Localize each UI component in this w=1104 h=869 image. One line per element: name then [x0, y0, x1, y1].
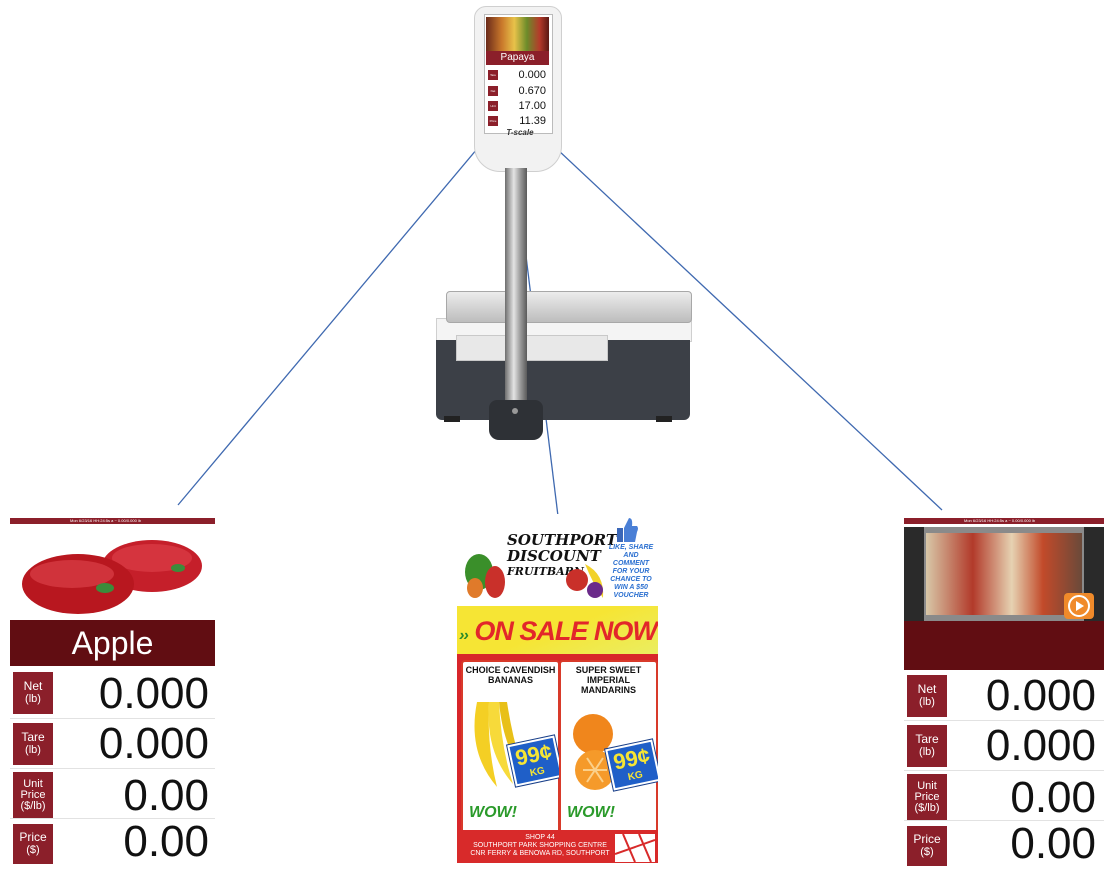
right-video-frame [904, 527, 1104, 621]
left-status-text: Mon 6/23/16 HH:24:5s a ~ 0.00/0.000 lb [70, 518, 141, 523]
store-address: SHOP 44 SOUTHPORT PARK SHOPPING CENTRE C… [465, 834, 615, 858]
ad-footer: SHOP 44 SOUTHPORT PARK SHOPPING CENTRE C… [457, 830, 658, 863]
left-price-label: Price($) [13, 824, 53, 864]
play-button[interactable] [1064, 593, 1094, 619]
left-item-title: Apple [10, 620, 215, 666]
right-status-text: Mon 6/23/16 HH:24:5s a ~ 0.00/0.000 lb [964, 518, 1035, 523]
left-net-label: Net(lb) [13, 672, 53, 714]
mandarins-wow: WOW! [567, 804, 615, 822]
product-name-bananas: CHOICE CAVENDISH BANANAS [463, 662, 558, 685]
scale-head-fruit-image [486, 17, 549, 51]
video-thumbnail [926, 533, 1082, 615]
right-unit-price-row: Unit Price($/lb) 0.00 [904, 772, 1104, 821]
right-item-title [904, 621, 1104, 670]
left-status-bar: Mon 6/23/16 HH:24:5s a ~ 0.00/0.000 lb [10, 518, 215, 524]
film-strip-left [904, 527, 924, 621]
left-net-value: 0.000 [99, 672, 209, 716]
right-tare-value: 0.000 [986, 724, 1096, 768]
left-net-row: Net(lb) 0.000 [10, 668, 215, 719]
play-icon [1064, 593, 1094, 619]
right-net-row: Net(lb) 0.000 [904, 672, 1104, 721]
scale-head-unit-price-value: 17.00 [500, 100, 546, 112]
scale-head-item-name: Papaya [486, 51, 549, 65]
scale-foot-right [656, 416, 672, 422]
right-tare-label: Tare(lb) [907, 725, 947, 767]
ad-display: SOUTHPORT DISCOUNT FRUITBARN LIKE, SHARE… [457, 514, 658, 863]
scale-brand-logo: T-scale [500, 128, 540, 137]
scale-foot-left [444, 416, 460, 422]
product-name-mandarins: SUPER SWEET IMPERIAL MANDARINS [561, 662, 656, 695]
left-unit-price-label: Unit Price($/lb) [13, 772, 53, 818]
left-tare-row: Tare(lb) 0.000 [10, 720, 215, 769]
map-icon [615, 834, 655, 862]
promo-text: LIKE, SHARE AND COMMENT FOR YOUR CHANCE … [605, 544, 657, 600]
scale-pole-lower [505, 290, 527, 410]
on-sale-banner: ›› ON SALE NOW ‹‹ [457, 614, 658, 648]
right-price-value: 0.00 [1010, 822, 1096, 866]
scale-head-net-value: 0.670 [500, 85, 546, 97]
scale-head-price-value: 11.39 [500, 115, 546, 127]
ad-header: SOUTHPORT DISCOUNT FRUITBARN LIKE, SHARE… [457, 514, 658, 614]
right-net-value: 0.000 [986, 674, 1096, 718]
scale-head-tare-label: Tare [488, 70, 498, 80]
scale-pole-base [489, 400, 543, 440]
product-card-bananas: CHOICE CAVENDISH BANANAS 99¢KG WOW! [461, 660, 560, 834]
vegetables-icon [461, 542, 511, 602]
bananas-wow: WOW! [469, 804, 517, 822]
product-card-mandarins: SUPER SWEET IMPERIAL MANDARINS 99¢KG WOW… [559, 660, 658, 834]
scale-weighing-plate [446, 291, 692, 323]
bananas-price-tag: 99¢KG [507, 735, 563, 786]
right-tare-row: Tare(lb) 0.000 [904, 722, 1104, 771]
right-unit-price-value: 0.00 [1010, 776, 1096, 820]
left-tare-value: 0.000 [99, 722, 209, 766]
thumbs-up-icon [615, 516, 639, 544]
scale-head-tare-value: 0.000 [500, 69, 546, 81]
scale-head-net-label: Net [488, 86, 498, 96]
left-unit-price-value: 0.00 [123, 774, 209, 818]
right-net-label: Net(lb) [907, 675, 947, 717]
mandarins-price-tag: 99¢KG [605, 739, 658, 790]
left-tare-label: Tare(lb) [13, 723, 53, 765]
apple-icon [10, 528, 215, 620]
scale-head-price-label: Price [488, 116, 498, 126]
left-price-row: Price($) 0.00 [10, 820, 215, 866]
left-price-value: 0.00 [123, 820, 209, 864]
scale-body-panel [456, 335, 608, 361]
right-price-row: Price($) 0.00 [904, 822, 1104, 867]
right-unit-price-label: Unit Price($/lb) [907, 774, 947, 820]
apple-product-image [10, 528, 215, 620]
scale-pole-indicator [512, 408, 518, 414]
scale-head-unit-price-label: Unit Price [488, 101, 498, 111]
right-status-bar: Mon 6/23/16 HH:24:5s a ~ 0.00/0.000 lb [904, 518, 1104, 524]
right-price-label: Price($) [907, 826, 947, 866]
left-unit-price-row: Unit Price($/lb) 0.00 [10, 770, 215, 819]
